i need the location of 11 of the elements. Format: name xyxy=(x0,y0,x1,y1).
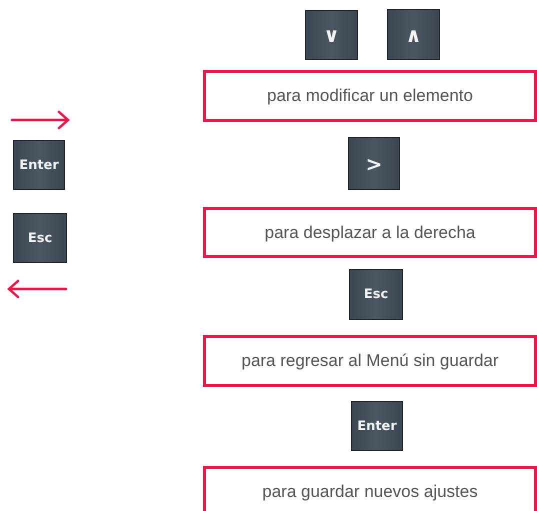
keyboard-key: ∨ xyxy=(305,10,358,60)
description-box: para guardar nuevos ajustes xyxy=(203,466,537,511)
keyboard-key: ∧ xyxy=(387,9,440,60)
description-box: para desplazar a la derecha xyxy=(203,207,537,258)
keyboard-key: > xyxy=(348,137,400,190)
keyboard-key: Esc xyxy=(13,213,67,263)
description-box: para modificar un elemento xyxy=(203,70,537,122)
keyboard-key: Enter xyxy=(351,401,403,451)
description-box: para regresar al Menú sin guardar xyxy=(203,335,537,387)
keyboard-key: Esc xyxy=(349,269,403,320)
keyboard-key: Enter xyxy=(13,140,65,190)
